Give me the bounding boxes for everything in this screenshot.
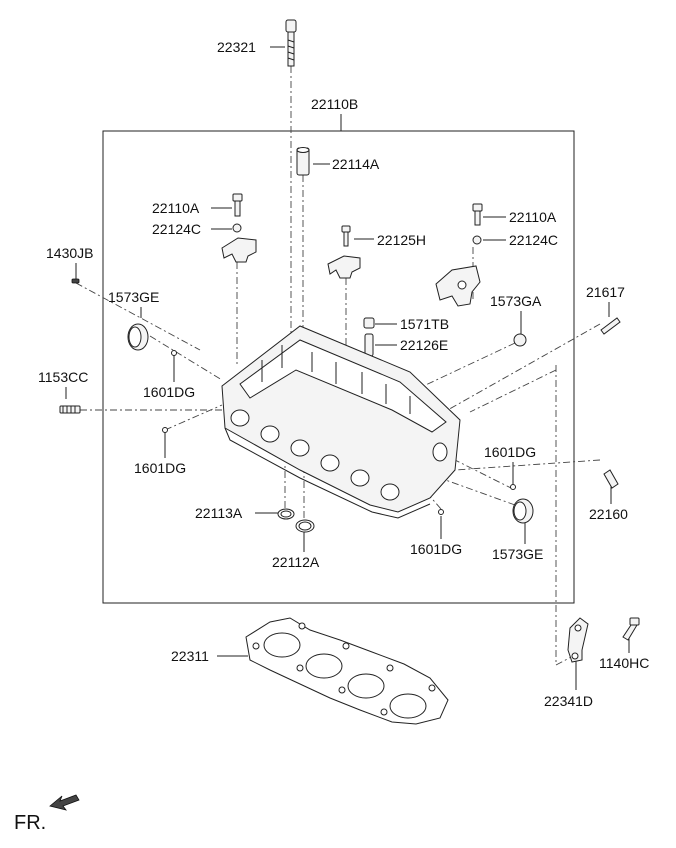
label-22321: 22321 [217, 39, 256, 55]
label-1573GA: 1573GA [490, 293, 542, 309]
cap-right [435, 265, 481, 307]
label-1601DG-c: 1601DG [484, 444, 536, 460]
label-1140HC: 1140HC [599, 655, 649, 671]
cap-middle [327, 255, 361, 279]
label-22110A-right: 22110A [509, 209, 557, 225]
bolt-1140HC [622, 617, 640, 641]
washer-22124C-right [472, 235, 482, 245]
plug-1573GA [513, 333, 527, 347]
label-22110B: 22110B [311, 96, 358, 112]
front-direction-arrow-icon [49, 794, 80, 811]
bolt-1153CC [59, 405, 81, 414]
dowel-22114A [296, 147, 310, 176]
assembly-centerlines [75, 66, 601, 666]
bolt-22110A-left [232, 193, 243, 217]
label-22114A: 22114A [332, 156, 380, 172]
label-22124C-right: 22124C [509, 232, 558, 248]
leader-lines [65, 46, 630, 690]
assembly-frame [102, 130, 575, 604]
front-label: FR. [14, 812, 46, 834]
label-1601DG-b: 1601DG [134, 460, 186, 476]
cylinder-head-22110B [221, 325, 461, 519]
plugs-1601DG [162, 350, 516, 515]
bolt-22321 [285, 19, 297, 67]
label-22124C-left: 22124C [152, 221, 201, 237]
label-1601DG-a: 1601DG [143, 384, 195, 400]
label-1573GE-top: 1573GE [108, 289, 159, 305]
bracket-22341D [567, 617, 589, 663]
pin-1430JB [71, 278, 80, 284]
label-1573GE-bottom: 1573GE [492, 546, 543, 562]
label-22125H: 22125H [377, 232, 426, 248]
label-22113A: 22113A [195, 505, 243, 521]
label-1430JB: 1430JB [46, 245, 93, 261]
label-1571TB: 1571TB [400, 316, 449, 332]
plug-1573GE-bottom [512, 498, 534, 524]
label-22341D: 22341D [544, 693, 593, 709]
cap-left [221, 237, 257, 263]
head-gasket-22311 [245, 617, 449, 725]
bolt-22125H [341, 225, 351, 247]
plug-1573GE-top [127, 323, 149, 351]
label-1153CC: 1153CC [38, 369, 88, 385]
label-22160: 22160 [589, 506, 628, 522]
bolt-22110A-right [472, 203, 483, 226]
seal-22112A [295, 519, 315, 533]
label-22112A: 22112A [272, 554, 320, 570]
pin-22126E [364, 333, 374, 357]
label-21617: 21617 [586, 284, 625, 300]
cap-1571TB [363, 317, 375, 329]
label-22126E: 22126E [400, 337, 448, 353]
label-22311: 22311 [171, 648, 209, 664]
callout-labels: 22321 22110B 22114A 22110A 22124C 22125H… [14, 39, 649, 834]
label-1601DG-d: 1601DG [410, 541, 462, 557]
washer-22124C-left [232, 223, 242, 233]
label-22110A-left: 22110A [152, 200, 200, 216]
stud-22160 [603, 469, 619, 489]
seal-22113A [277, 508, 295, 520]
stud-21617 [600, 317, 621, 335]
